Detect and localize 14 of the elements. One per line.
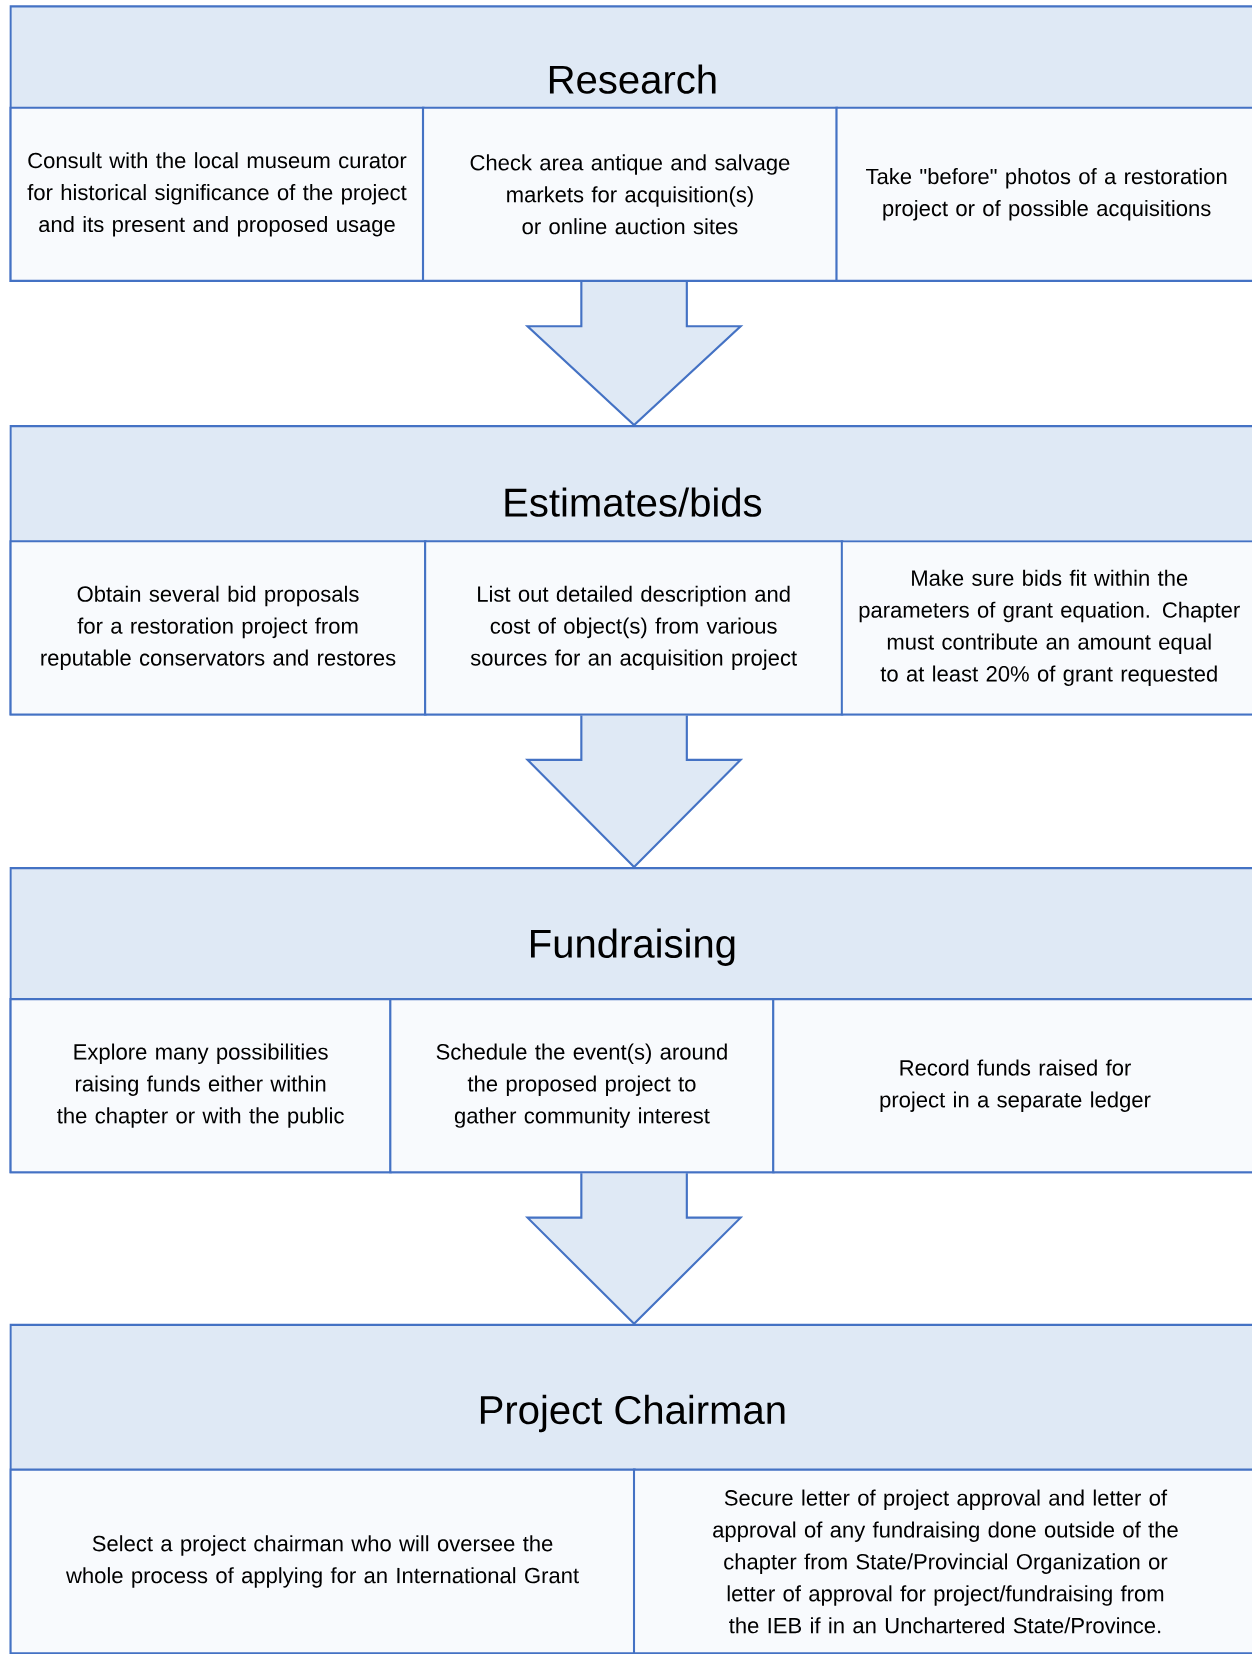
- block-arrow: [524, 280, 744, 427]
- task-box: Schedule the event(s) around the proposed project to gather community interest: [389, 998, 775, 1174]
- block-arrow: [524, 1172, 744, 1326]
- task-box: List out detailed description and cost of object(s) from various sources for an acquisition project: [424, 540, 844, 716]
- task-box: Secure letter of project approval and letter of approval of any fundraising done outside of the chapter from State/Provincial Organization or letter of approval for project/fundraising from the IEB if in an Unchartered State/Province.: [632, 1468, 1252, 1654]
- task-box: Make sure bids fit within the parameters of grant equation. Chapter must contribute an amount equal to at least 20% of grant requested: [840, 540, 1252, 716]
- task-box: Obtain several bid proposals for a restoration project from reputable conservators and restores: [9, 540, 427, 716]
- block-arrow: [524, 714, 744, 869]
- task-box: Take "before" photos of a restoration project or of possible acquisitions: [835, 106, 1252, 282]
- task-box: Record funds raised for project in a separate ledger: [772, 998, 1252, 1174]
- task-box: Select a project chairman who will oversee the whole process of applying for an International Grant: [9, 1468, 636, 1654]
- task-box: Consult with the local museum curator for historical significance of the project and its present and proposed usage: [9, 106, 425, 282]
- task-box: Explore many possibilities raising funds either within the chapter or with the public: [9, 998, 392, 1174]
- task-box: Check area antique and salvage markets for acquisition(s) or online auction sites: [421, 106, 838, 282]
